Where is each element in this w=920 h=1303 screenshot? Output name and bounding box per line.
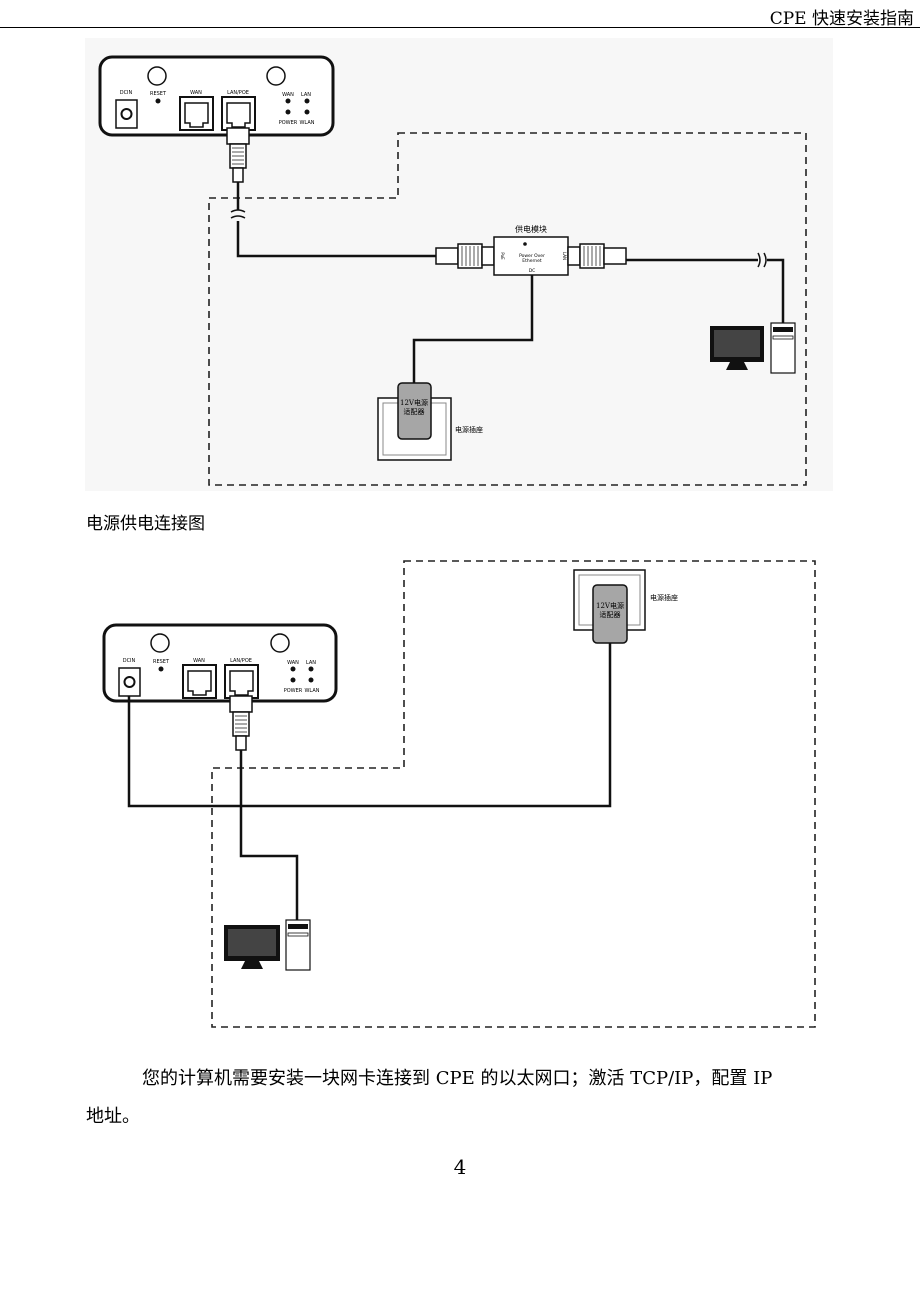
reset-label: RESET: [150, 91, 167, 97]
reset-button-icon: [155, 98, 161, 104]
mount-hole-icon: [270, 633, 290, 653]
led-wan-label: WAN: [282, 92, 294, 98]
socket-label: 电源插座: [455, 425, 483, 434]
led-lan-label: LAN: [306, 660, 316, 666]
mount-hole-icon: [150, 633, 170, 653]
poe-injector-module: 供电模块 Power Over Ethernet DC PoE LAN: [493, 224, 569, 276]
computer-icon: [224, 919, 311, 971]
led-power-label: POWER: [284, 688, 303, 694]
poe-connection-diagram: DCIN RESET WAN LAN/POE WAN LAN POWER WLA…: [0, 38, 920, 493]
mount-hole-icon: [147, 66, 167, 86]
body-paragraph: 您的计算机需要安装一块网卡连接到 CPE 的以太网口；激活 TCP/IP，配置 …: [86, 1060, 830, 1136]
boundary-dashed-line: [208, 132, 807, 486]
rj45-plug-icon: [229, 695, 253, 751]
wan-label: WAN: [193, 658, 205, 664]
dc-power-port-icon: [118, 667, 141, 697]
cpe-device-rear: DCIN RESET WAN LAN/POE WAN LAN POWER WLA…: [98, 55, 335, 137]
reset-button-icon: [158, 666, 164, 672]
adapter-line2: 适配器: [404, 407, 425, 416]
body-line-1: 您的计算机需要安装一块网卡连接到 CPE 的以太网口；激活 TCP/IP，配置 …: [142, 1068, 773, 1089]
cable-break-icon: [757, 252, 767, 268]
header-rule: [0, 27, 920, 28]
dcin-label: DCIN: [120, 90, 133, 96]
wan-label: WAN: [190, 90, 202, 96]
figure1-caption: 电源供电连接图: [86, 514, 205, 534]
led-wan-label: WAN: [287, 660, 299, 666]
page-header-title: CPE 快速安装指南: [769, 9, 914, 29]
adapter-connection-diagram: DCIN RESET WAN LAN/POE WAN LAN POWER WLA…: [0, 555, 920, 1035]
adapter-line1: 12V电源: [400, 398, 428, 407]
rj45-plug-icon: [435, 243, 495, 269]
lan-side-label: LAN: [562, 252, 567, 260]
power-adapter-12v: 12V电源 适配器: [397, 382, 432, 440]
adapter-line1: 12V电源: [596, 601, 624, 610]
poe-module-title: 供电模块: [515, 224, 547, 234]
lan-poe-label: LAN/POE: [230, 658, 252, 664]
lan-poe-label: LAN/POE: [227, 90, 249, 96]
poe-module-dc-label: DC: [529, 268, 536, 274]
rj45-plug-icon: [567, 243, 627, 269]
adapter-line2: 适配器: [600, 610, 621, 619]
power-adapter-12v: 12V电源 适配器: [592, 584, 628, 644]
poe-side-label: PoE: [500, 252, 505, 260]
led-power-label: POWER: [279, 120, 298, 126]
boundary-dashed-line: [211, 560, 816, 1028]
led-lan-label: LAN: [301, 92, 311, 98]
cpe-device-rear: DCIN RESET WAN LAN/POE WAN LAN POWER WLA…: [102, 623, 338, 703]
page-number: 4: [453, 1155, 467, 1179]
mount-hole-icon: [266, 66, 286, 86]
dc-power-port-icon: [115, 99, 138, 129]
dcin-label: DCIN: [123, 658, 136, 664]
socket-label: 电源插座: [650, 593, 678, 602]
reset-label: RESET: [153, 659, 170, 665]
rj45-plug-icon: [226, 127, 250, 183]
poe-module-line1: Power Over: [519, 253, 545, 259]
led-wlan-label: WLAN: [299, 120, 314, 126]
computer-icon: [710, 322, 796, 374]
cable-break-icon: [230, 209, 246, 219]
body-line-2: 地址。: [86, 1106, 140, 1127]
poe-module-line2: Ethernet: [522, 258, 542, 264]
led-wlan-label: WLAN: [304, 688, 319, 694]
